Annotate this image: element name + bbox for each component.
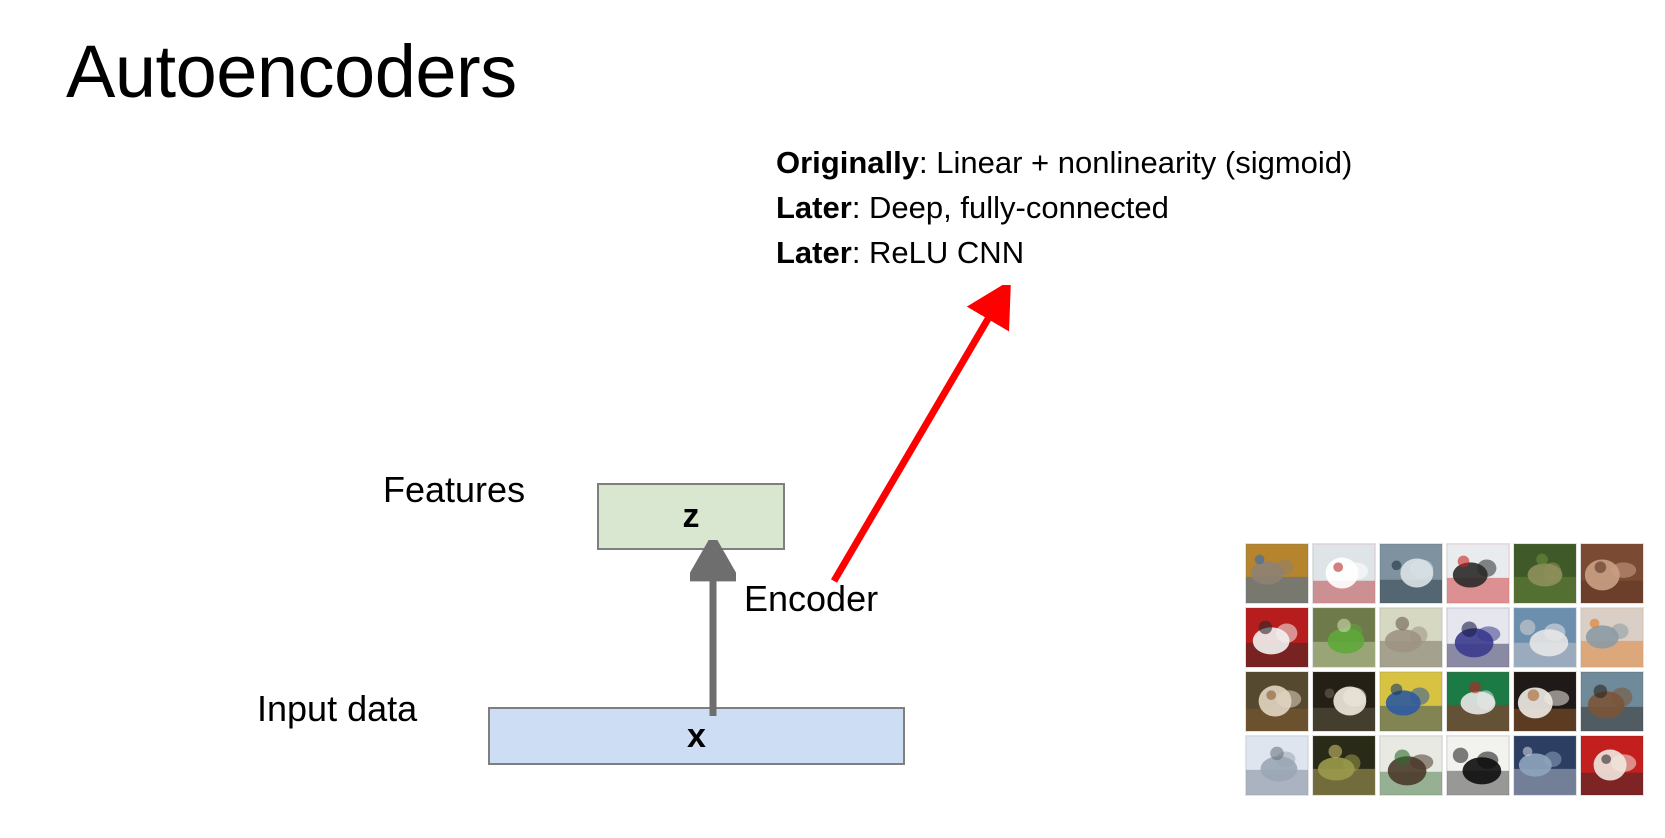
grid-tile-white-car-red-wall (1245, 607, 1309, 668)
annotation-label: Later (776, 235, 852, 270)
features-label: Features (383, 469, 526, 510)
grid-tile-frog-in-grass (1513, 543, 1577, 604)
annotation-separator: : (851, 235, 870, 270)
grid-tile-red-fire-truck (1580, 735, 1644, 796)
encoder-label: Encoder (744, 578, 879, 619)
grid-tile-blue-truck (1446, 607, 1510, 668)
grid-tile-cat-on-brown-ground (1580, 543, 1644, 604)
grid-tile-dog-in-yard (1245, 671, 1309, 732)
input-data-label: Input data (257, 688, 418, 729)
grid-tile-ship-in-fog (1245, 735, 1309, 796)
input-box-value: x (687, 716, 706, 755)
grid-tile-deer-on-blue (1513, 735, 1577, 796)
grid-tile-beagle-puppy (1513, 671, 1577, 732)
grid-tile-horse-with-bridle (1580, 671, 1644, 732)
annotation-text: Linear + nonlinearity (sigmoid) (936, 145, 1353, 180)
annotation-note: Originally: Linear + nonlinearity (sigmo… (776, 140, 1352, 275)
annotation-line: Later: ReLU CNN (776, 230, 1352, 275)
grid-tile-cat-on-blue-blanket (1245, 543, 1309, 604)
input-box-x: x (488, 707, 905, 765)
grid-tile-white-horse (1312, 671, 1376, 732)
grid-tile-green-frog (1312, 607, 1376, 668)
features-box-z: z (597, 483, 785, 550)
grid-tile-cat-closeup (1379, 607, 1443, 668)
annotation-text: ReLU CNN (869, 235, 1025, 270)
data-flow-arrow-icon (690, 540, 736, 716)
grid-tile-black-bird-silhouette (1446, 735, 1510, 796)
annotation-label: Originally (776, 145, 919, 180)
page-title: Autoencoders (66, 30, 517, 113)
grid-tile-sailboat-harbor (1379, 543, 1443, 604)
grid-tile-garbage-truck (1580, 607, 1644, 668)
annotation-text: Deep, fully-connected (869, 190, 1169, 225)
annotation-line: Originally: Linear + nonlinearity (sigmo… (776, 140, 1352, 185)
sample-image-grid (1245, 543, 1644, 796)
features-box-value: z (682, 497, 700, 535)
grid-tile-blue-dump-truck (1379, 671, 1443, 732)
annotation-line: Later: Deep, fully-connected (776, 185, 1352, 230)
grid-tile-frog-on-dark-ground (1312, 735, 1376, 796)
annotation-separator: : (851, 190, 870, 225)
grid-tile-boat-on-green-water (1446, 671, 1510, 732)
annotation-separator: : (918, 145, 937, 180)
encoder-pointer-arrow-icon (830, 285, 1011, 583)
annotation-label: Later (776, 190, 852, 225)
grid-tile-airplane-concorde (1446, 543, 1510, 604)
grid-tile-bird-flying-blue-sky (1513, 607, 1577, 668)
grid-tile-horse-by-white-house (1379, 735, 1443, 796)
grid-tile-white-boat-ocean (1312, 543, 1376, 604)
